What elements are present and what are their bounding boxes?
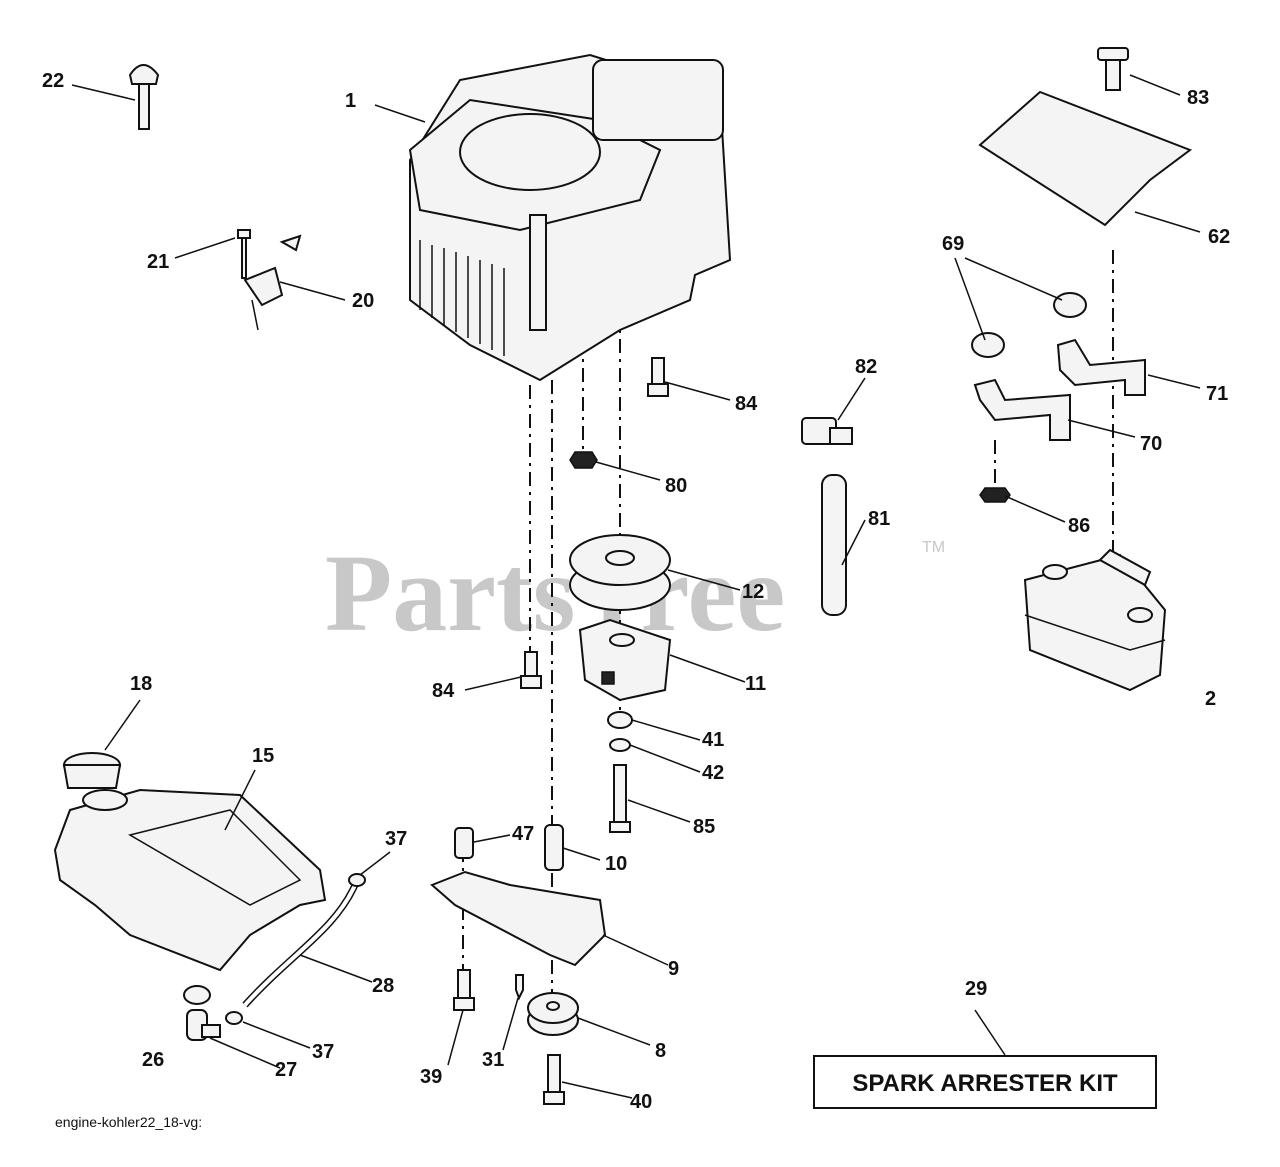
fuel-tank-part[interactable] (53, 788, 327, 972)
callout-2: 2 (1205, 688, 1216, 710)
tube-81-part[interactable] (821, 474, 847, 616)
bolt-83-part[interactable] (1097, 47, 1129, 91)
leader-lines (71, 74, 1201, 1099)
callout-37-upper: 37 (385, 828, 407, 850)
muffler-part[interactable] (1023, 548, 1167, 692)
callout-22: 22 (42, 70, 64, 92)
bracket-9-part[interactable] (430, 870, 607, 967)
callout-81: 81 (868, 508, 890, 530)
callout-1: 1 (345, 90, 356, 112)
callout-11: 11 (745, 673, 766, 695)
washer-41-part[interactable] (607, 711, 633, 729)
callout-83: 83 (1187, 87, 1209, 109)
pulley-8-part[interactable] (527, 992, 579, 1036)
spacer-47-part[interactable] (454, 827, 474, 859)
diagram-filename: engine-kohler22_18-vg: (55, 1114, 202, 1130)
watermark: PartsTree (325, 532, 785, 654)
pulley-12-part[interactable] (569, 534, 671, 611)
callout-27: 27 (275, 1059, 297, 1081)
fuel-cap-part[interactable] (62, 752, 122, 789)
spark-arrester-kit-label: SPARK ARRESTER KIT (852, 1070, 1118, 1097)
callout-20: 20 (352, 290, 374, 312)
nut-86-part[interactable] (979, 487, 1011, 503)
callout-10: 10 (605, 853, 627, 875)
callout-69: 69 (942, 233, 964, 255)
exhaust-gaskets-part[interactable] (971, 292, 1087, 358)
callout-9: 9 (668, 958, 679, 980)
washer-42-part[interactable] (609, 738, 631, 752)
callout-71: 71 (1206, 383, 1228, 405)
bolt-84-lower-part[interactable] (520, 651, 542, 689)
callout-47: 47 (512, 823, 534, 845)
callout-84-upper: 84 (735, 393, 758, 415)
callout-40: 40 (630, 1091, 652, 1113)
callout-12: 12 (742, 581, 764, 603)
callout-41: 41 (702, 729, 724, 751)
callout-15: 15 (252, 745, 274, 767)
callout-37-lower: 37 (312, 1041, 334, 1063)
callout-82: 82 (855, 356, 877, 378)
heat-shield-part[interactable] (978, 90, 1193, 227)
screw-31-part[interactable] (515, 974, 524, 1001)
valve-27-part[interactable] (186, 1009, 221, 1041)
callout-labels: 1 2 8 9 10 11 12 15 18 20 21 22 26 27 28… (42, 70, 1230, 1113)
callout-8: 8 (655, 1040, 666, 1062)
callout-26: 26 (142, 1049, 164, 1071)
callout-85: 85 (693, 816, 715, 838)
clamp-37-upper-part[interactable] (348, 873, 366, 887)
callout-28: 28 (372, 975, 394, 997)
bolt-85-part[interactable] (609, 764, 631, 833)
callout-21: 21 (147, 251, 169, 273)
callout-84-lower: 84 (432, 680, 455, 702)
callout-42: 42 (702, 762, 724, 784)
callout-39: 39 (420, 1066, 442, 1088)
callout-80: 80 (665, 475, 687, 497)
callout-70: 70 (1140, 433, 1162, 455)
bolt-84-upper-part[interactable] (647, 357, 669, 397)
engine-block-part[interactable] (408, 53, 732, 382)
callout-29: 29 (965, 978, 987, 1000)
callout-62: 62 (1208, 226, 1230, 248)
watermark-trademark: TM (922, 539, 945, 556)
bracket-20-part[interactable] (243, 234, 302, 331)
bolt-40-part[interactable] (543, 1054, 565, 1105)
callout-31: 31 (482, 1049, 504, 1071)
spark-arrester-kit-box[interactable]: SPARK ARRESTER KIT (813, 1055, 1157, 1109)
nut-80-part[interactable] (569, 451, 598, 469)
shaft-10-part[interactable] (544, 824, 564, 871)
callout-86: 86 (1068, 515, 1090, 537)
callout-18: 18 (130, 673, 152, 695)
bolt-22-part[interactable] (128, 64, 160, 130)
grommet-26-part[interactable] (183, 985, 211, 1005)
bolt-39-part[interactable] (453, 969, 475, 1011)
clamp-37-lower-part[interactable] (225, 1011, 243, 1025)
screw-21-part[interactable] (237, 229, 251, 279)
fitting-82-part[interactable] (801, 417, 853, 445)
exhaust-pipe-71-part[interactable] (1056, 338, 1146, 396)
exhaust-pipe-70-part[interactable] (973, 378, 1071, 441)
clutch-11-part[interactable] (578, 618, 672, 702)
